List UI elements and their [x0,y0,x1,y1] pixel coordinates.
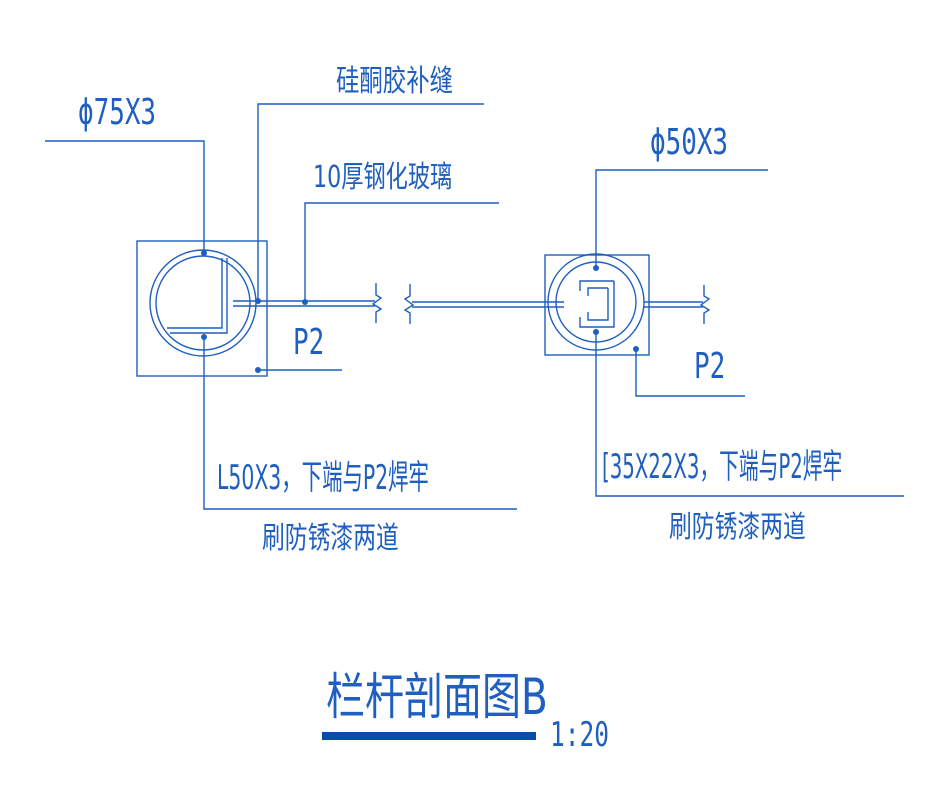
right-paint-label: 刷防锈漆两道 [669,510,806,545]
right-channel-steel [579,280,615,328]
right-glass-pane [412,301,703,308]
leader-dot [593,329,599,335]
leader-dot [302,299,308,305]
left-paint-label: 刷防锈漆两道 [262,521,399,556]
right-pipe-label: ϕ50X3 [650,122,729,163]
left-plate-label: P2 [293,322,325,363]
leader-dot [255,298,261,304]
right-channel-label: [35X22X3，下端与P2焊牢 [602,447,843,487]
right-plate-label: P2 [694,346,726,387]
right-plate-leader [635,349,745,397]
right-glass-break-right [699,285,711,324]
leader-dot [593,265,599,271]
left-pipe-leader [45,140,205,253]
left-pipe-outer [149,249,257,357]
left-pipe-inner [155,255,251,351]
right-pipe-leader [595,169,768,268]
right-base-plate [544,254,650,356]
left-angle-label: L50X3，下端与P2焊牢 [217,458,429,498]
left-seal-leader [257,103,484,301]
left-seal-label: 硅酮胶补缝 [336,64,453,99]
leader-dot [633,346,639,352]
left-glass-leader [304,202,499,302]
left-pipe-label: ϕ75X3 [78,92,157,133]
leader-dot [201,334,207,340]
left-base-plate [136,240,268,377]
left-angle-steel [167,258,228,334]
right-channel-leader [595,332,904,497]
right-glass-break-left [403,284,415,324]
title-underline-bar [322,732,536,740]
left-angle-leader [203,337,517,510]
drawing-title: 栏杆剖面图B [326,668,548,726]
left-glass-break [371,283,383,323]
leader-dot [201,250,207,256]
drawing-scale: 1:20 [550,715,609,755]
left-glass-label: 10厚钢化玻璃 [313,160,453,195]
leader-dot [255,367,261,373]
